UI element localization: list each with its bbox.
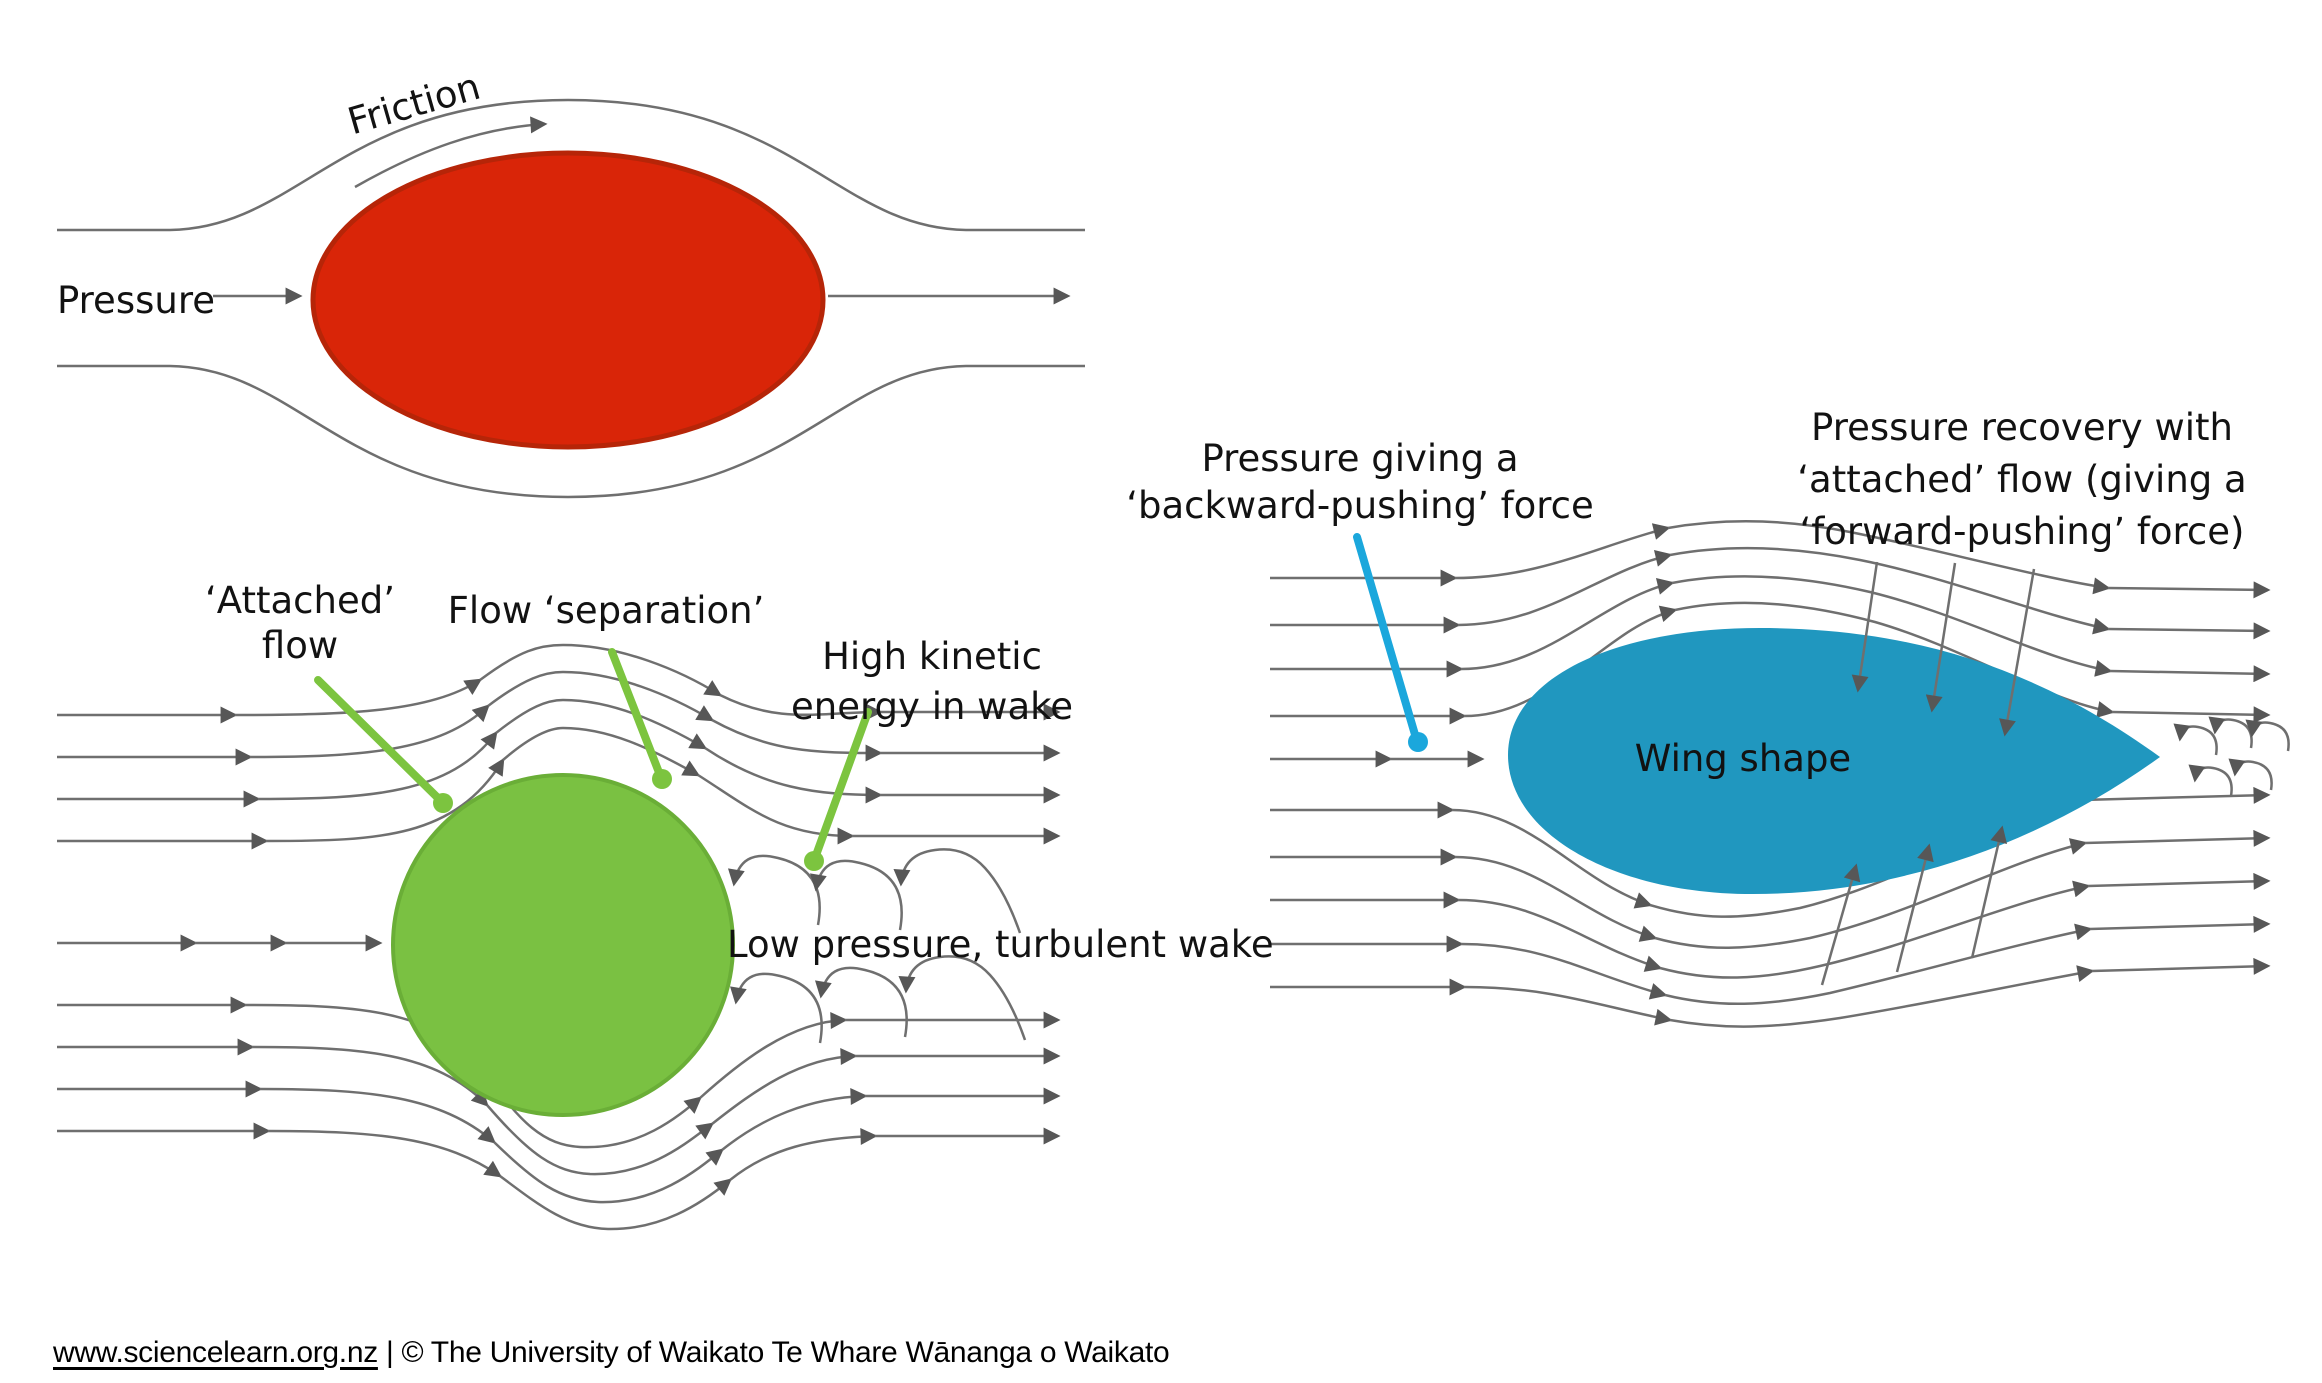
annotation-pointer-blue [1353,533,1428,752]
attached-flow-pointer-dot [433,793,453,813]
attribution-footer: www.sciencelearn.org.nz | © The Universi… [53,1336,1170,1370]
flow-separation-label: Flow ‘separation’ [447,589,765,632]
high-kinetic-label: High kinetic energy in wake [791,632,1073,732]
backward-force-label-line2: ‘backward-pushing’ force [1126,484,1594,527]
separation-pointer-dot [652,769,672,789]
pressure-recovery-label-line2: ‘attached’ flow (giving a [1797,458,2247,501]
kinetic-pointer [811,708,872,862]
backward-force-pointer-dot [1408,732,1428,752]
footer-separator: | [377,1336,402,1369]
pressure-recovery-label-line3: ‘forward-pushing’ force) [1799,510,2245,553]
copyright-credit: © The University of Waikato Te Whare Wān… [401,1336,1170,1369]
streamline [57,98,1085,232]
bluff-body-ellipse [310,150,826,450]
recovery-arrows-upper [1851,561,2036,737]
attached-flow-label-line1: ‘Attached’ [205,579,395,622]
attached-flow-label: ‘Attached’ flow [205,578,395,668]
high-kinetic-label-line1: High kinetic [822,635,1042,678]
separation-pointer [608,648,664,779]
pressure-label: Pressure [57,279,215,322]
sphere-flow-diagram [57,643,1061,1231]
wake-curls-upper [727,848,1022,934]
backward-force-label-line1: Pressure giving a [1201,437,1519,480]
attached-flow-label-line2: flow [261,624,339,667]
friction-arrow [354,116,548,189]
trailing-edge-curls [2173,716,2290,797]
ellipse-flow-diagram [57,98,1085,499]
kinetic-pointer-dot [804,851,824,871]
pressure-recovery-label-line1: Pressure recovery with [1811,406,2233,449]
streamline [57,364,1085,499]
backward-force-label: Pressure giving a ‘backward-pushing’ for… [1126,435,1594,529]
recovery-arrows-lower [1820,825,2008,986]
pressure-recovery-label: Pressure recovery with ‘attached’ flow (… [1797,402,2246,558]
annotation-pointers-green [314,648,872,871]
wing-flow-diagram [1270,519,2290,1028]
turbulent-wake-label: Low pressure, turbulent wake [727,923,1274,966]
sciencelearn-link[interactable]: www.sciencelearn.org.nz [53,1336,378,1369]
wing-shape-label: Wing shape [1634,737,1852,780]
attached-flow-pointer [314,676,444,804]
wake-curls-lower [729,955,1027,1044]
high-kinetic-label-line2: energy in wake [791,685,1073,728]
bluff-body-sphere [391,773,735,1117]
backward-force-pointer [1353,533,1420,742]
